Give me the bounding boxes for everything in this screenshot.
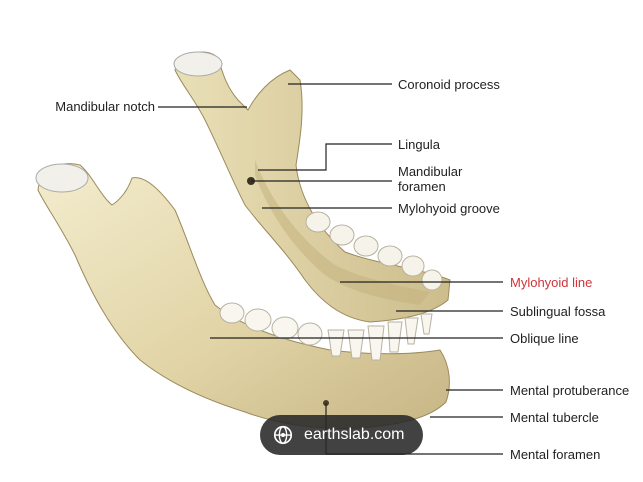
- right-condyle: [173, 51, 223, 77]
- label-mandibular-notch: Mandibular notch: [55, 99, 155, 114]
- label-mandibular-foramen-line2: foramen: [398, 179, 446, 194]
- left-condyle: [35, 163, 89, 193]
- leader-lingula: [258, 143, 392, 171]
- label-coronoid-process: Coronoid process: [398, 77, 500, 92]
- near-teeth-row: [219, 302, 433, 361]
- label-mental-protuberance: Mental protuberance: [510, 383, 630, 398]
- label-mylohyoid-line: Mylohyoid line: [510, 275, 593, 290]
- label-mental-foramen: Mental foramen: [510, 447, 601, 462]
- inner-surface-shadow: [255, 160, 430, 305]
- watermark-text: earthslab.com: [304, 426, 405, 443]
- label-mental-tubercle: Mental tubercle: [510, 410, 599, 425]
- label-mandibular-foramen-line1: Mandibular: [398, 164, 463, 179]
- label-lingula: Lingula: [398, 137, 440, 152]
- label-mandibular-foramen: Mandibular foramen: [398, 164, 462, 194]
- left-ramus-and-body: [37, 163, 450, 429]
- leader-lines: [158, 83, 503, 455]
- watermark-badge: earthslab.com: [260, 415, 423, 455]
- globe-icon: [273, 425, 293, 445]
- label-mylohyoid-groove: Mylohyoid groove: [398, 201, 500, 216]
- label-sublingual-fossa: Sublingual fossa: [510, 304, 606, 319]
- label-oblique-line: Oblique line: [510, 331, 579, 346]
- far-teeth-row: [305, 211, 443, 291]
